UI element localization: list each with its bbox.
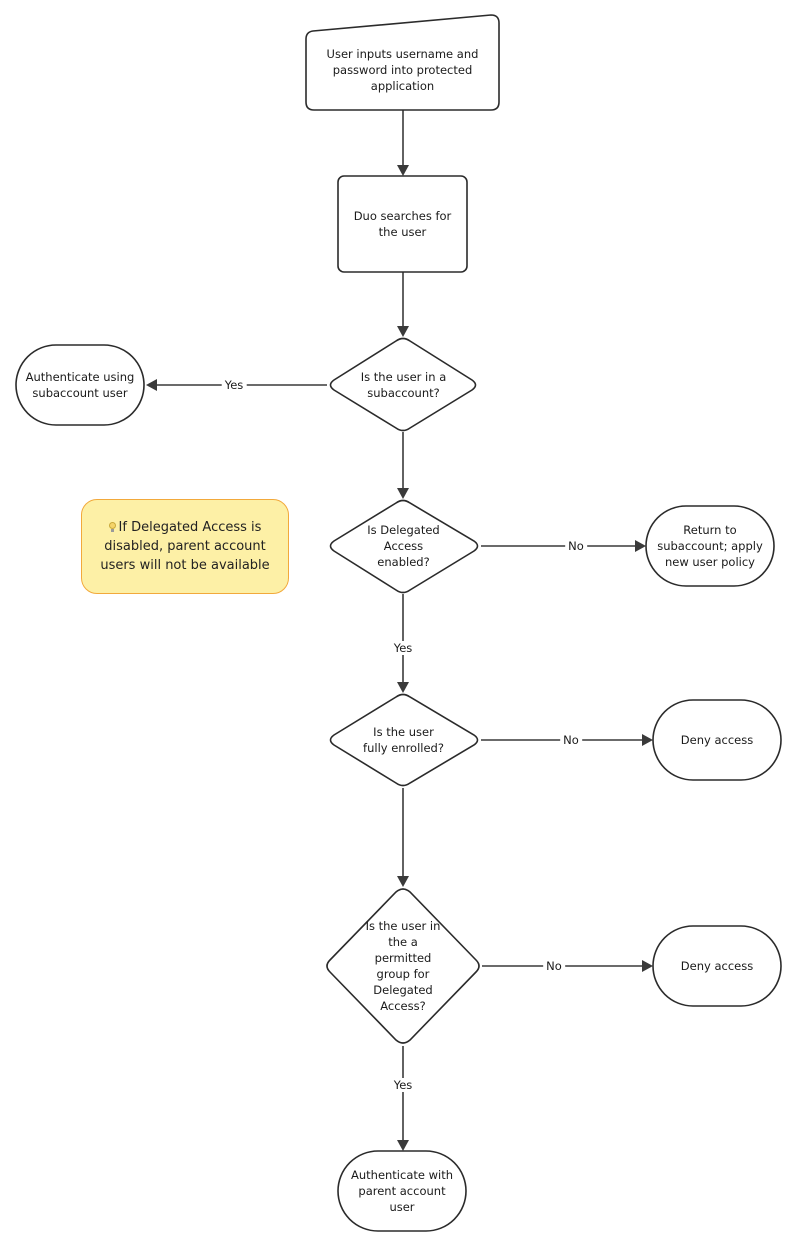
deny-2-label: Deny access	[680, 959, 754, 973]
edge-label-delegated-yes: Yes	[390, 641, 416, 655]
delegated-question-label: Is Delegated Access enabled?	[367, 523, 440, 569]
arrowhead-auth-subaccount	[146, 379, 157, 391]
arrowhead-delegated-question	[397, 488, 409, 499]
edge-label-subaccount-yes: Yes	[221, 378, 247, 392]
delegated-access-note: If Delegated Access is disabled, parent …	[81, 499, 289, 594]
node-start-manual-input	[305, 14, 500, 111]
node-deny-1-terminator	[652, 699, 782, 781]
deny-1-label: Deny access	[680, 733, 754, 747]
arrowhead-deny-1	[642, 734, 653, 746]
auth-subaccount-label: Authenticate using subaccount user	[25, 370, 135, 400]
lightbulb-icon	[108, 522, 116, 532]
arrowhead-group-question	[397, 876, 409, 887]
edge-label-group-yes: Yes	[390, 1078, 416, 1092]
arrowhead-auth-parent	[397, 1140, 409, 1151]
node-deny-2-terminator	[652, 925, 782, 1007]
edge-label-group-no: No	[543, 959, 565, 973]
arrowhead-deny-2	[642, 960, 653, 972]
edge-label-enrolled-no: No	[560, 733, 582, 747]
node-auth-subaccount-terminator	[15, 344, 145, 426]
node-delegated-decision	[329, 499, 479, 594]
return-subaccount-label: Return to subaccount; apply new user pol…	[657, 523, 763, 569]
edge-label-delegated-no: No	[565, 539, 587, 553]
auth-parent-label: Authenticate with parent account user	[350, 1168, 454, 1214]
arrowhead-search	[397, 165, 409, 176]
arrowhead-enrolled-question	[397, 682, 409, 693]
note-text: If Delegated Access is disabled, parent …	[100, 520, 270, 573]
node-auth-parent-terminator	[337, 1150, 467, 1232]
node-return-subaccount-terminator	[645, 505, 775, 587]
node-search-process	[337, 175, 468, 273]
note-content: If Delegated Access is disabled, parent …	[92, 518, 278, 575]
subaccount-question-label: Is the user in a subaccount?	[360, 370, 447, 400]
enrolled-question-label: Is the user fully enrolled?	[363, 725, 444, 755]
group-question-label: Is the user in the a permitted group for…	[365, 919, 441, 1013]
start-label: User inputs username and password into p…	[326, 47, 479, 93]
shapes	[15, 14, 782, 1232]
arrowhead-return-subaccount	[635, 540, 646, 552]
search-label: Duo searches for the user	[353, 209, 452, 239]
node-group-decision	[326, 888, 480, 1044]
node-subaccount-decision	[329, 337, 477, 432]
arrowhead-subaccount-question	[397, 326, 409, 337]
node-enrolled-decision	[329, 693, 479, 787]
